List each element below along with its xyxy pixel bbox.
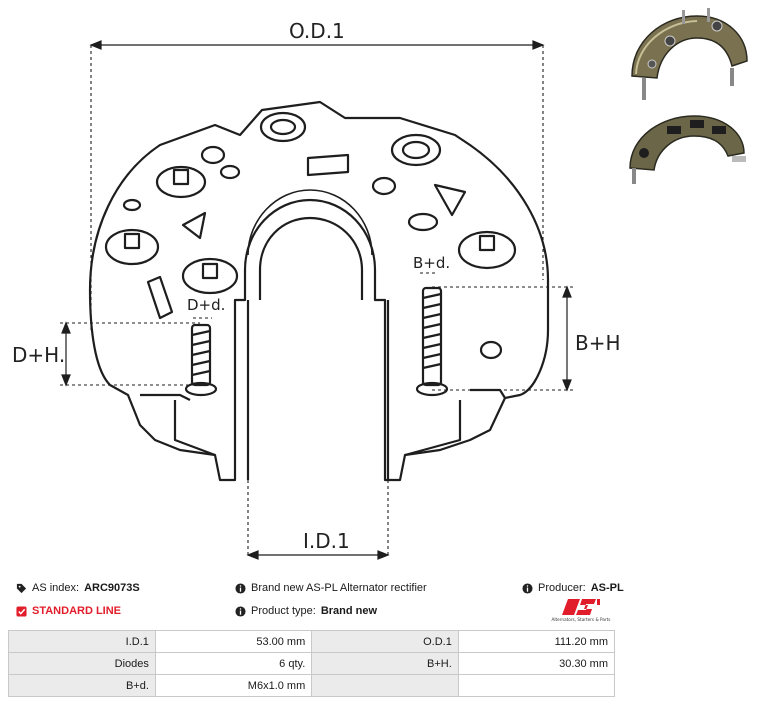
id-label: I.D.1 [303, 529, 350, 553]
checkbox-icon [16, 605, 27, 617]
description: Brand new AS-PL Alternator rectifier [235, 582, 427, 594]
table-row: I.D.1 53.00 mm O.D.1 111.20 mm [8, 630, 616, 653]
spec-key: B+d. [8, 674, 156, 697]
product-photo-bottom [629, 115, 746, 184]
technical-drawing: O.D.1 I.D.1 D+H. B+H. D+d. B+d. [12, 19, 620, 560]
dd-label: D+d. [187, 296, 225, 314]
bh-label: B+H. [575, 331, 620, 355]
dh-label: D+H. [12, 343, 65, 367]
spec-value: 53.00 mm [154, 630, 313, 653]
spec-key [311, 674, 459, 697]
product-type-label: Product type: [251, 605, 316, 617]
table-row: B+d. M6x1.0 mm [8, 674, 616, 697]
spec-value: 111.20 mm [457, 630, 616, 653]
standard-line: STANDARD LINE [16, 605, 121, 617]
as-index-label: AS index: [32, 582, 80, 594]
od-label: O.D.1 [289, 19, 345, 43]
spec-value: M6x1.0 mm [154, 674, 313, 697]
spec-key: I.D.1 [8, 630, 156, 653]
as-index-value: ARC9073S [84, 582, 140, 594]
standard-line-text: STANDARD LINE [32, 605, 122, 617]
spec-key: Diodes [8, 652, 156, 675]
as-pl-logo: Alternators, Starters & Parts [552, 599, 611, 622]
info-icon [235, 582, 246, 594]
spec-key: O.D.1 [311, 630, 459, 653]
product-type: Product type: Brand new [235, 605, 377, 617]
spec-value: 30.30 mm [457, 652, 616, 675]
inner-arch [258, 216, 364, 300]
producer-value: AS-PL [590, 582, 624, 594]
product-photo-top [631, 8, 748, 100]
product-type-value: Brand new [320, 605, 378, 617]
logo-tagline: Alternators, Starters & Parts [552, 617, 611, 622]
spec-table: I.D.1 53.00 mm O.D.1 111.20 mm Diodes 6 … [8, 630, 616, 697]
spec-value [457, 674, 616, 697]
description-text: Brand new AS-PL Alternator rectifier [251, 582, 427, 594]
info-icon [522, 582, 533, 594]
producer: Producer: AS-PL [522, 582, 624, 594]
info-icon [235, 605, 246, 617]
rectifier-outline [88, 100, 550, 482]
table-row: Diodes 6 qty. B+H. 30.30 mm [8, 652, 616, 675]
tag-icon [16, 583, 27, 593]
as-index: AS index: ARC9073S [16, 582, 140, 594]
producer-label: Producer: [538, 582, 586, 594]
spec-key: B+H. [311, 652, 459, 675]
spec-value: 6 qty. [154, 652, 313, 675]
bd-label: B+d. [413, 254, 450, 272]
